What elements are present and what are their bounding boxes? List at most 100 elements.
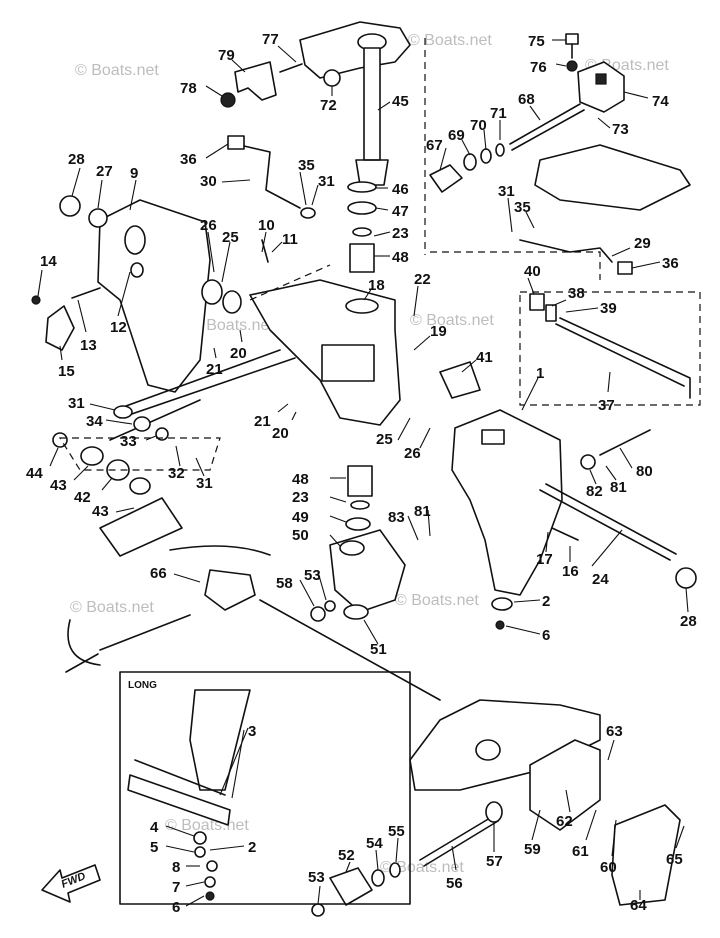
callout-50: 50 [292,527,309,544]
washers-46-47 [347,181,377,215]
spacer-2-top [491,597,513,611]
shaft-68 [509,103,585,151]
callout-81-left: 81 [414,503,431,520]
callout-46: 46 [392,181,409,198]
callout-28-top: 28 [68,151,85,168]
callout-35-top: 35 [298,157,315,174]
lower-yoke-50 [329,529,406,613]
callout-76: 76 [530,59,547,76]
swivel-bracket-right [451,409,563,596]
springs-38-40 [529,293,557,322]
callout-71: 71 [490,105,507,122]
pin-41 [439,361,481,399]
callout-82: 82 [586,483,603,500]
callout-14: 14 [40,253,57,270]
watermark-top-center: © Boats.net [408,32,492,49]
callout-20-mid: 20 [272,425,289,442]
tilt-rod-frame-top [430,251,601,280]
plate-73 [534,144,691,211]
callout-43-mid: 43 [92,503,109,520]
callout-66: 66 [150,565,167,582]
callout-36-top: 36 [180,151,197,168]
callout-54: 54 [366,835,383,852]
callout-78: 78 [180,80,197,97]
callout-42: 42 [74,489,91,506]
callout-33: 33 [120,433,137,450]
callout-21-top: 21 [206,361,223,378]
bushing-frame [58,437,221,471]
callout-65: 65 [666,851,683,868]
callout-72: 72 [320,97,337,114]
callout-31-top: 31 [318,173,335,190]
callout-29: 29 [634,235,651,252]
steering-shaft [355,47,389,186]
callout-58: 58 [276,575,293,592]
bolt-16-17 [551,527,579,541]
callout-56: 56 [446,875,463,892]
callout-13: 13 [80,337,97,354]
callout-15: 15 [58,363,75,380]
spring-31-top [300,207,316,219]
callout-31-left: 31 [68,395,85,412]
callout-22: 22 [414,271,431,288]
callout-21-mid: 21 [254,413,271,430]
callout-19: 19 [430,323,447,340]
callout-4: 4 [150,819,159,836]
inset-long-title: LONG [128,680,157,691]
callout-17: 17 [536,551,553,568]
bolt-13 [71,287,101,299]
callout-62: 62 [556,813,573,830]
bushing-48-bottom [345,465,373,531]
callout-67: 67 [426,137,443,154]
swivel-case [249,279,401,426]
callout-75: 75 [528,33,545,50]
plate-15 [45,305,75,351]
callout-60: 60 [600,859,617,876]
callout-81-right: 81 [610,479,627,496]
callout-8: 8 [172,859,180,876]
pin-frame-left [249,264,331,301]
callout-52: 52 [338,847,355,864]
callout-70: 70 [470,117,487,134]
watermark-lower-center: © Boats.net [395,592,479,609]
shaft-24 [539,483,677,561]
callout-28-bottom: 28 [680,613,697,630]
callout-47: 47 [392,203,409,220]
nut-72 [323,69,341,87]
bushing-27 [88,208,108,228]
callout-1: 1 [536,365,544,382]
callout-36-right: 36 [662,255,679,272]
watermark-mid-center: © Boats.net [410,312,494,329]
callout-45: 45 [392,93,409,110]
callout-24: 24 [592,571,609,588]
cap-28-bottom [675,567,697,589]
inset-long: LONG [119,671,411,905]
callout-16: 16 [562,563,579,580]
callout-3: 3 [248,723,256,740]
callout-39: 39 [600,300,617,317]
callout-48-top: 48 [392,249,409,266]
leader-lines [37,39,689,907]
callout-53-bottom: 53 [308,869,325,886]
callout-5: 5 [150,839,158,856]
callout-6-top: 6 [542,627,550,644]
tilt-rod-frame [519,291,701,406]
callout-31-bottom: 31 [196,475,213,492]
callout-63: 63 [606,723,623,740]
callout-23-top: 23 [392,225,409,242]
bushings-25-26-top [201,279,242,314]
watermark-bottom-left: © Boats.net [165,817,249,834]
callout-34: 34 [86,413,103,430]
callout-10: 10 [258,217,275,234]
callout-11: 11 [282,231,298,248]
tilt-handle-30 [227,135,301,209]
callout-23-bottom: 23 [292,489,309,506]
washers-53-55 [311,801,503,917]
callout-80: 80 [636,463,653,480]
watermark-mid-left: © Boats.net [190,317,274,334]
grease-nipple-10 [261,239,269,263]
callout-51: 51 [370,641,387,658]
screw-6-top [495,620,505,630]
callout-79: 79 [218,47,235,64]
